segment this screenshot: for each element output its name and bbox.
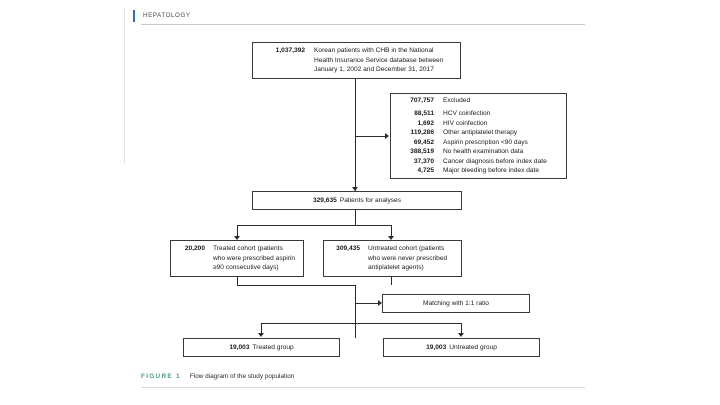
connector-main-trunk-lower (354, 284, 356, 338)
analyses-description: Patients for analyses (339, 196, 402, 204)
arrowhead-into-excluded (385, 133, 389, 140)
excluded-reason-count: 88,511 (414, 110, 434, 118)
untreated-cohort-description: Untreated cohort (patients who were neve… (368, 245, 448, 272)
excluded-reason-label: HIV coinfection (443, 119, 488, 127)
connector-treated-cohort-elbow (237, 284, 356, 287)
excluded-reason-count: 1,692 (417, 119, 434, 127)
connector-to-treated-group (261, 322, 263, 334)
figure-caption-rule (141, 387, 585, 388)
excluded-reason-row: 37,370 Cancer diagnosis before index dat… (397, 157, 561, 167)
arrowhead-into-untreated-cohort (387, 235, 394, 240)
figure-caption: FIGURE 1 Flow diagram of the study popul… (141, 373, 294, 380)
excluded-reason-row: 119,286 Other antiplatelet therapy (397, 128, 561, 138)
excluded-reason-row: 88,511 HCV coinfection (397, 109, 561, 119)
running-head-accent-bar (133, 9, 135, 22)
connector-to-excluded (354, 135, 386, 137)
excluded-total-row: 707,757 Excluded (397, 96, 561, 106)
flow-box-treated-cohort: 20,200 Treated cohort (patients who were… (170, 240, 304, 277)
analyses-count: 329,635 (312, 196, 337, 204)
excluded-reason-label: Aspirin prescription <90 days (443, 138, 528, 146)
figure-label: FIGURE 1 (141, 373, 181, 380)
connector-source-to-analyses (354, 79, 356, 191)
untreated-group-description: Untreated group (449, 343, 497, 351)
connector-treated-cohort-stem (237, 277, 239, 286)
excluded-reason-row: 4,725 Major bleeding before index date (397, 166, 561, 176)
excluded-reason-count: 4,725 (417, 167, 434, 175)
figure-caption-text: Flow diagram of the study population (189, 373, 295, 380)
treated-cohort-count: 20,200 (184, 245, 205, 253)
source-count: 1,037,392 (275, 47, 305, 55)
treated-cohort-description: Treated cohort (patients who were prescr… (213, 245, 296, 272)
flow-box-treated-group: 19,003 Treated group (183, 338, 340, 357)
arrowhead-into-analyses (351, 186, 358, 191)
flow-box-matching: Matching with 1:1 ratio (382, 294, 530, 313)
treated-group-description: Treated group (252, 343, 294, 351)
flow-box-patients-for-analyses: 329,635 Patients for analyses (252, 191, 462, 210)
connector-to-untreated-cohort (390, 224, 392, 237)
connector-untreated-cohort-stem (390, 277, 392, 285)
excluded-reason-label: Cancer diagnosis before index date (443, 157, 547, 165)
untreated-cohort-count: 309,435 (336, 245, 360, 253)
arrowhead-into-untreated-group (457, 333, 464, 337)
connector-final-split (261, 322, 461, 324)
excluded-total-label: Excluded (443, 97, 471, 105)
connector-to-treated-cohort (237, 224, 239, 237)
excluded-reason-count: 37,370 (413, 157, 434, 165)
flow-box-excluded: 707,757 Excluded 88,511 HCV coinfection … (390, 93, 567, 179)
connector-analyses-stem (354, 210, 356, 225)
excluded-reason-row: 1,692 HIV coinfection (397, 119, 561, 129)
page-left-rule (124, 8, 125, 164)
arrowhead-into-matching (377, 300, 382, 307)
source-description: Korean patients with CHB in the National… (314, 47, 444, 74)
connector-to-untreated-group (460, 322, 462, 334)
excluded-reason-count: 69,452 (413, 138, 434, 146)
connector-analyses-split (237, 224, 392, 226)
excluded-reason-row: 388,519 No health examination data (397, 147, 561, 157)
flow-box-source-population: 1,037,392 Korean patients with CHB in th… (252, 42, 461, 79)
excluded-reason-count: 119,286 (410, 129, 434, 137)
excluded-total-count: 707,757 (410, 97, 434, 105)
connector-to-matching (354, 302, 378, 305)
untreated-group-count: 19,003 (426, 343, 447, 351)
flow-box-untreated-group: 19,003 Untreated group (383, 338, 540, 357)
running-head: HEPATOLOGY (133, 9, 191, 22)
excluded-reason-row: 69,452 Aspirin prescription <90 days (397, 138, 561, 148)
matching-description: Matching with 1:1 ratio (423, 299, 489, 307)
arrowhead-into-treated-group (258, 333, 265, 337)
treated-group-count: 19,003 (229, 343, 250, 351)
running-head-title: HEPATOLOGY (143, 12, 191, 19)
excluded-reason-label: Major bleeding before index date (443, 167, 540, 175)
excluded-reason-label: No health examination data (443, 148, 524, 156)
running-head-rule (141, 24, 585, 25)
excluded-reason-label: Other antiplatelet therapy (443, 129, 518, 137)
excluded-reason-list: 707,757 Excluded 88,511 HCV coinfection … (397, 96, 561, 176)
flow-box-untreated-cohort: 309,435 Untreated cohort (patients who w… (323, 240, 462, 277)
arrowhead-into-treated-cohort (234, 235, 241, 240)
excluded-reason-label: HCV coinfection (443, 110, 491, 118)
excluded-reason-count: 388,519 (410, 148, 434, 156)
